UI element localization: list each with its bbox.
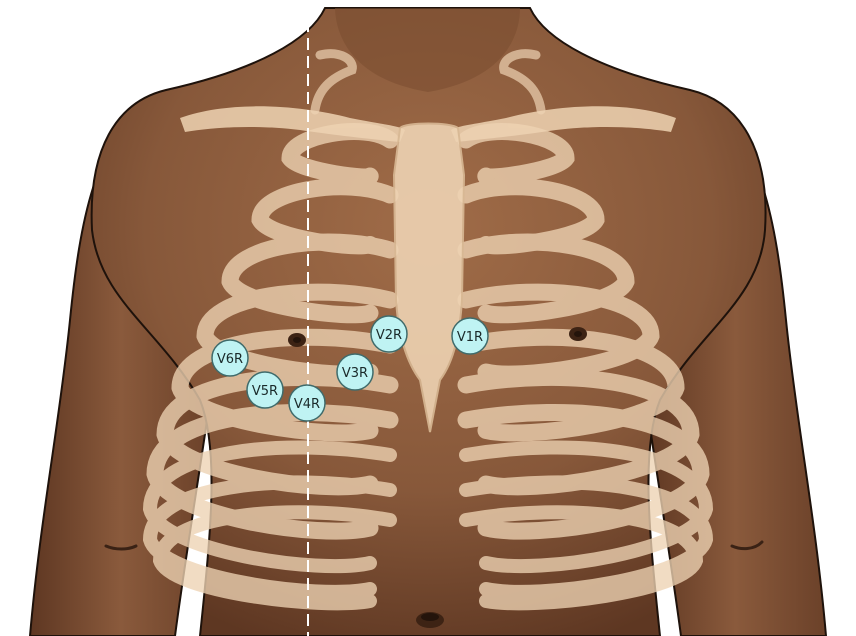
nipple-icon — [288, 333, 306, 347]
electrode-v2r: V2R — [371, 316, 407, 352]
electrode-v5r: V5R — [247, 372, 283, 408]
navel-icon — [416, 612, 444, 628]
electrode-label: V6R — [217, 352, 243, 367]
electrode-label: V3R — [342, 366, 368, 381]
electrode-v3r: V3R — [337, 354, 373, 390]
electrode-label: V1R — [457, 330, 483, 345]
electrode-label: V5R — [252, 384, 278, 399]
nipple-icon — [569, 327, 587, 341]
electrode-v1r: V1R — [452, 318, 488, 354]
electrode-v4r: V4R — [289, 385, 325, 421]
electrode-label: V2R — [376, 328, 402, 343]
electrode-label: V4R — [294, 397, 320, 412]
electrode-v6r: V6R — [212, 340, 248, 376]
